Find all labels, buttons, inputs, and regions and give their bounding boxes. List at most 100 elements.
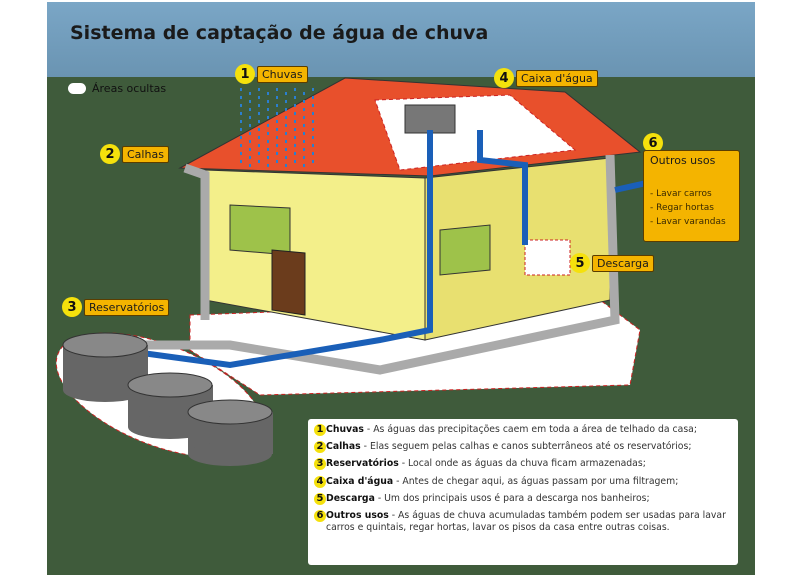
- outros-usos-title: Outros usos: [650, 154, 716, 167]
- rain-drop: [276, 88, 278, 91]
- rain-drop: [258, 88, 260, 91]
- rain-drop: [249, 140, 251, 143]
- rain-drop: [312, 152, 314, 155]
- legend-text: - As águas das precipitações caem em tod…: [363, 424, 698, 435]
- rain-drop: [258, 144, 260, 147]
- list-item: - Lavar varandas: [650, 217, 726, 227]
- rain-drop: [267, 156, 269, 159]
- rain-drop: [258, 128, 260, 131]
- rain-drop: [240, 96, 242, 99]
- rain-drop: [312, 112, 314, 115]
- rain-drop: [267, 108, 269, 111]
- toilet-area: [524, 239, 571, 276]
- legend-text: - Antes de chegar aqui, as águas passam …: [393, 475, 679, 487]
- rain-drop: [249, 108, 251, 111]
- page-title: Sistema de captação de água de chuva: [70, 22, 489, 44]
- rain-drop: [249, 156, 251, 159]
- rain-drop: [303, 124, 305, 127]
- legend-text: - Elas seguem pelas calhas e canos subte…: [360, 441, 692, 453]
- callout-label: Chuvas: [257, 65, 308, 83]
- rain-drop: [276, 120, 278, 123]
- rain-drop: [294, 96, 296, 99]
- reservoirs: [62, 332, 273, 466]
- rain-drop: [294, 128, 296, 131]
- rain-drop: [249, 124, 251, 127]
- callout-outros-usos[interactable]: 6: [643, 133, 663, 153]
- window: [229, 204, 291, 256]
- door: [271, 249, 306, 316]
- rain-drop: [294, 104, 296, 107]
- rain-drop: [294, 112, 296, 115]
- cloud-icon: [68, 83, 86, 94]
- rain-drop: [312, 104, 314, 107]
- rain-drop: [285, 164, 287, 167]
- rain-drop: [267, 116, 269, 119]
- rain-drop: [285, 108, 287, 111]
- rain-drop: [285, 148, 287, 151]
- rain-drop: [240, 136, 242, 139]
- legend-text: - As águas de chuva acumuladas também po…: [326, 509, 726, 533]
- hidden-area-pipes: [189, 299, 641, 396]
- rain-drop: [267, 164, 269, 167]
- legend-term: Outros usos: [326, 509, 389, 521]
- rain-drop: [258, 120, 260, 123]
- rain-drop: [276, 160, 278, 163]
- rain-drop: [294, 144, 296, 147]
- rain-drop: [249, 100, 251, 103]
- rain-drop: [258, 112, 260, 115]
- legend-term: Reservatórios: [326, 458, 399, 470]
- rain-drop: [267, 132, 269, 135]
- rain-drop: [249, 116, 251, 119]
- rain-drop: [303, 164, 305, 167]
- legend-term: Calhas: [326, 441, 361, 453]
- callout-number: 6: [643, 133, 663, 153]
- legend-number: 5: [314, 492, 326, 505]
- callout-number: 1: [235, 64, 255, 84]
- rain-drop: [240, 112, 242, 115]
- rain-drop: [258, 152, 260, 155]
- rain-drop: [285, 116, 287, 119]
- rain-drop: [267, 140, 269, 143]
- callout-number: 2: [100, 144, 120, 164]
- rain-drop: [258, 104, 260, 107]
- callout-number: 3: [62, 297, 82, 317]
- callout-label: Reservatórios: [84, 298, 170, 316]
- rain-drop: [312, 120, 314, 123]
- rain-drop: [267, 92, 269, 95]
- rain-drop: [294, 152, 296, 155]
- legend-number: 6: [314, 509, 326, 522]
- legend-number: 2: [314, 441, 326, 454]
- rain-drop: [294, 136, 296, 139]
- rain-drop: [285, 124, 287, 127]
- legend-text: - Local onde as águas da chuva ficam arm…: [398, 458, 646, 470]
- rain-drop: [303, 140, 305, 143]
- rain-drop: [303, 156, 305, 159]
- hidden-areas-legend: Áreas ocultas: [68, 82, 166, 95]
- rain-drop: [303, 92, 305, 95]
- rain-drop: [303, 148, 305, 151]
- rain-drop: [294, 120, 296, 123]
- rain-drop: [276, 144, 278, 147]
- callout-label: Calhas: [122, 145, 169, 163]
- rain-drop: [276, 96, 278, 99]
- rain-drop: [240, 152, 242, 155]
- legend-term: Caixa d'água: [326, 475, 394, 487]
- rain-drop: [249, 148, 251, 151]
- rain-drop: [294, 160, 296, 163]
- rain-drop: [267, 148, 269, 151]
- rain-drop: [312, 136, 314, 139]
- legend-number: 4: [314, 475, 326, 488]
- callout-number: 5: [570, 253, 590, 273]
- rain-drop: [312, 128, 314, 131]
- rain-drops: [240, 88, 314, 167]
